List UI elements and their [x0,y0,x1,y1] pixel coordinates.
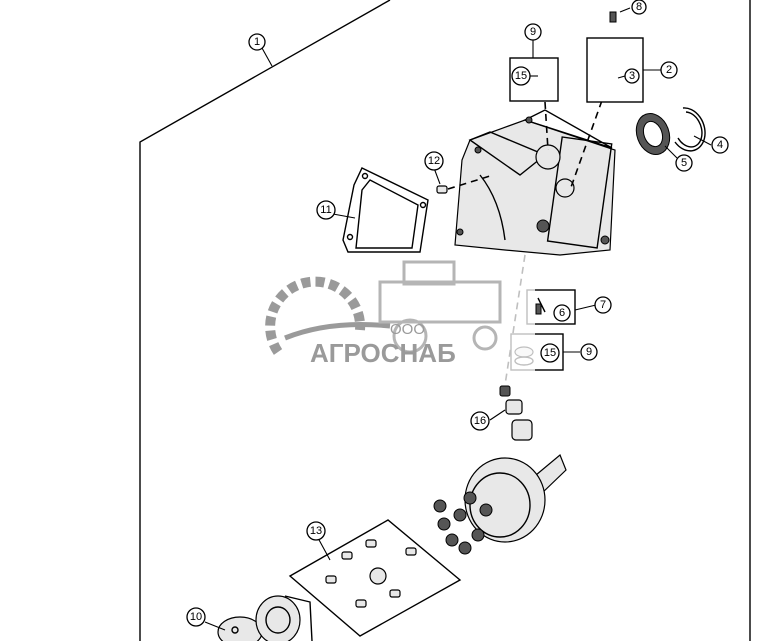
snap-ring [674,107,706,152]
callout-7-label: 7 [600,299,606,311]
watermark-prefix: ООО [390,321,425,338]
callout-5: 5 [675,154,693,172]
callout-11: 11 [316,200,336,220]
motor-housing [454,109,616,256]
callout-13-label: 13 [310,525,322,537]
callout-9-top-label: 9 [530,26,536,38]
callout-9-bottom: 9 [580,343,598,361]
callout-2-label: 2 [666,64,672,76]
callout-4: 4 [711,136,729,154]
valve-plate [217,616,263,641]
oring-kit [535,297,546,315]
callout-2: 2 [660,61,678,79]
shaft-seal [635,113,671,155]
gasket [342,167,429,253]
callout-16-label: 16 [474,415,486,427]
bearing [255,595,313,641]
callout-1-label: 1 [254,36,260,48]
spring-kit [288,519,462,637]
callout-7: 7 [594,296,612,314]
watermark-brand: АГРОСНАБ [310,338,456,368]
callout-10: 10 [186,607,206,627]
callout-3: 3 [624,68,640,84]
leader-lines [204,7,712,631]
callout-6-label: 6 [559,307,565,319]
callout-9-bottom-label: 9 [586,346,592,358]
callout-6: 6 [553,304,571,322]
callout-10-label: 10 [190,611,202,623]
callout-15-bottom: 15 [540,343,560,363]
callout-12-label: 12 [428,155,440,167]
cylinder-block [433,457,546,555]
callout-12: 12 [424,151,444,171]
callout-8-label: 8 [636,1,642,13]
callout-11-label: 11 [320,204,331,216]
callout-15-bottom-label: 15 [544,347,556,359]
dowel-pin [436,175,491,194]
callout-8: 8 [631,0,647,15]
callout-5-label: 5 [681,157,687,169]
callout-3-label: 3 [629,70,635,82]
callout-16: 16 [470,411,490,431]
callout-1: 1 [248,33,266,51]
watermark: ООО АГРОСНАБ [245,255,535,385]
callout-9-top: 9 [524,23,542,41]
assembly-frame [139,0,751,641]
callout-4-label: 4 [717,139,723,151]
callout-15-top-label: 15 [515,70,527,82]
callout-15-top: 15 [511,66,531,86]
callout-13: 13 [306,521,326,541]
